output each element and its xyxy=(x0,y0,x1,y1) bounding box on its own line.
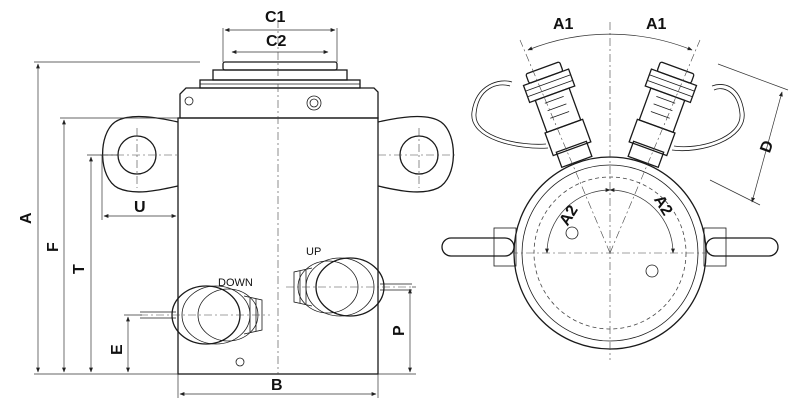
angled-coupler-left xyxy=(522,61,593,169)
dim-c2-label: C2 xyxy=(266,33,287,50)
dim-a1-left-label: A1 xyxy=(553,16,574,33)
dim-a2-right-label: A2 xyxy=(650,192,675,218)
dim-c1-label: C1 xyxy=(265,9,286,26)
dim-a-label: A xyxy=(18,212,35,224)
angled-coupler-right xyxy=(627,61,698,169)
dim-a1-right-label: A1 xyxy=(646,16,667,33)
top-collar xyxy=(179,87,379,119)
top-view: A1 A1 A2 A2 D xyxy=(441,16,789,360)
plunger-saddle xyxy=(199,61,361,89)
down-port-label: DOWN xyxy=(218,277,253,289)
dim-b-label: B xyxy=(271,377,283,394)
dim-p-label: P xyxy=(391,325,408,336)
bottom-hole xyxy=(235,357,245,367)
side-view: C1 C2 A F T U E B P D xyxy=(18,9,456,398)
down-coupler xyxy=(140,285,270,345)
lifting-eye-left xyxy=(100,115,179,193)
up-coupler xyxy=(286,257,412,317)
dim-e-label: E xyxy=(109,344,126,355)
lifting-eye-right xyxy=(377,115,456,193)
dim-t-label: T xyxy=(71,264,88,274)
dim-a2-left-label: A2 xyxy=(556,202,581,228)
dim-d-label: D xyxy=(757,138,777,155)
lug-right xyxy=(703,227,779,267)
dim-u-label: U xyxy=(134,199,146,216)
dim-f-label: F xyxy=(45,242,62,252)
up-port-label: UP xyxy=(306,246,321,258)
lug-left xyxy=(441,227,517,267)
